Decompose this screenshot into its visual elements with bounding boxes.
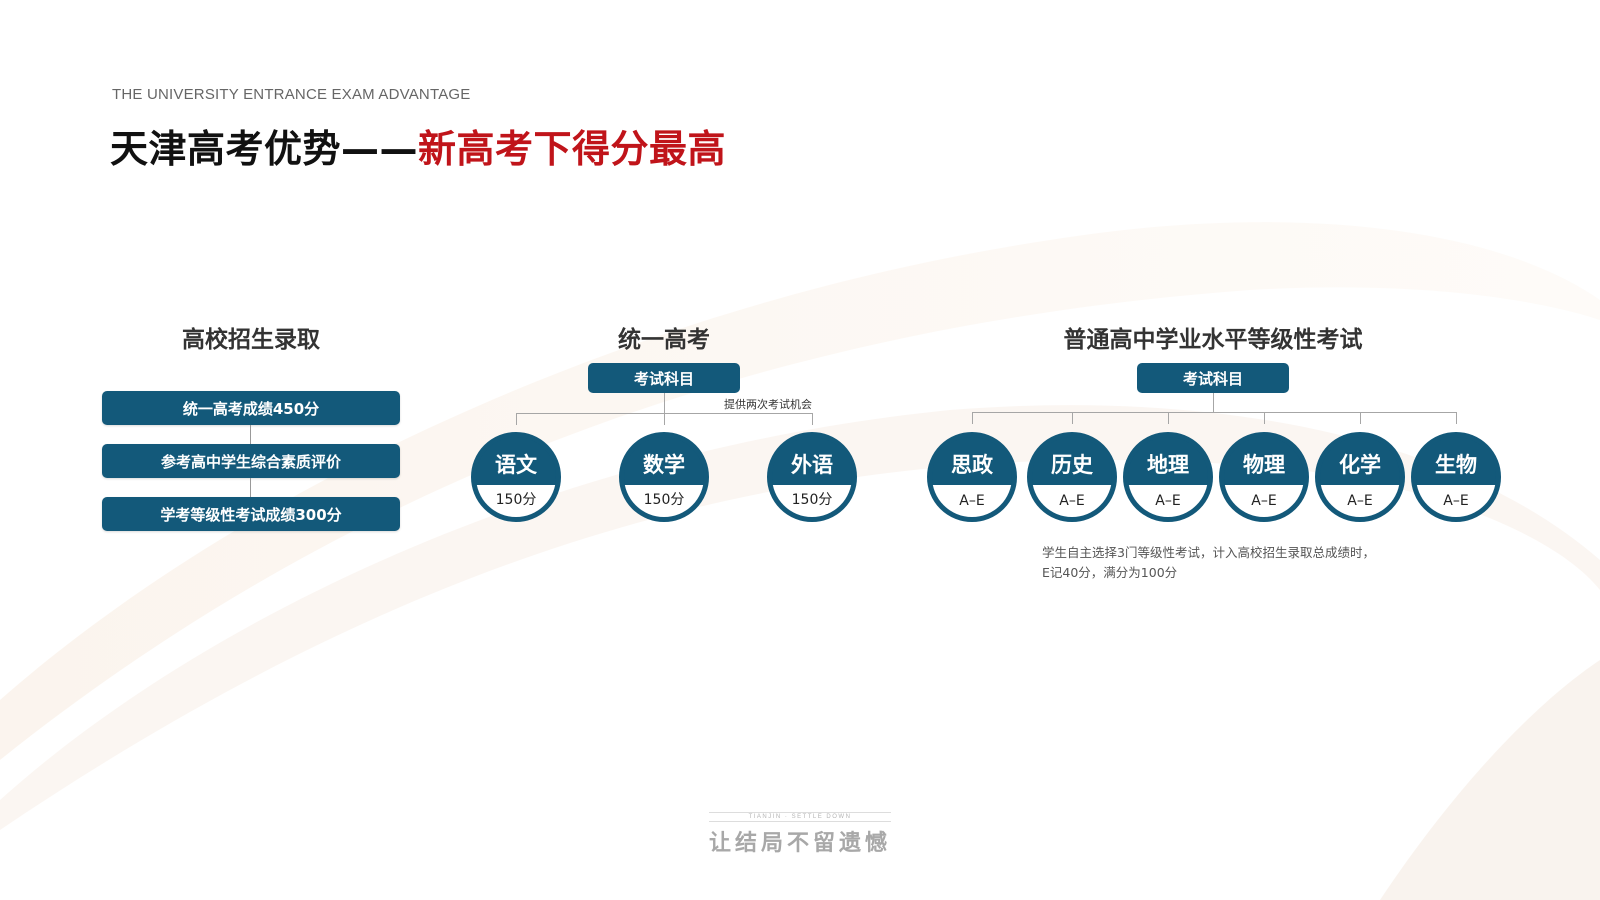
subject-name: 物理 <box>1243 453 1285 477</box>
subject-score: A–E <box>1155 493 1181 509</box>
subject-name: 外语 <box>791 453 833 477</box>
level-tree-leg-2 <box>1072 412 1073 424</box>
subject-circle-politics: 思政 A–E <box>927 432 1017 522</box>
unified-tree-leg-3 <box>812 413 813 425</box>
circle-base <box>932 485 1012 517</box>
level-exam-note-line-1: 学生自主选择3门等级性考试，计入高校招生录取总成绩时， <box>1042 545 1375 560</box>
level-exam-subjects-label: 考试科目 <box>1137 363 1289 393</box>
circle-base <box>476 485 556 517</box>
level-tree-leg-3 <box>1168 412 1169 424</box>
circle-base <box>1320 485 1400 517</box>
subject-score: 150分 <box>495 492 537 508</box>
admission-heading: 高校招生录取 <box>182 327 320 353</box>
unified-tree-trunk <box>664 393 665 414</box>
subject-circle-foreign-language: 外语 150分 <box>767 432 857 522</box>
subject-score: 150分 <box>643 492 685 508</box>
admission-connector-2 <box>250 478 251 497</box>
admission-item-level-score: 学考等级性考试成绩300分 <box>102 497 400 531</box>
subject-name: 地理 <box>1147 453 1189 477</box>
subject-name: 数学 <box>643 453 685 477</box>
subject-score: A–E <box>1443 493 1469 509</box>
circle-base <box>1128 485 1208 517</box>
level-tree-leg-1 <box>972 412 973 424</box>
circle-base <box>1224 485 1304 517</box>
unified-exam-heading: 统一高考 <box>618 327 710 353</box>
level-exam-note: 学生自主选择3门等级性考试，计入高校招生录取总成绩时， E记40分，满分为100… <box>1042 543 1422 583</box>
unified-exam-subjects-label: 考试科目 <box>588 363 740 393</box>
subject-name: 历史 <box>1051 453 1093 477</box>
subject-score: A–E <box>1347 493 1373 509</box>
title-red-part: 新高考下得分最高 <box>418 127 727 171</box>
admission-item-quality-eval: 参考高中学生综合素质评价 <box>102 444 400 478</box>
title-black-part: 天津高考优势—— <box>110 127 419 171</box>
subject-circle-geography: 地理 A–E <box>1123 432 1213 522</box>
subject-circle-chinese: 语文 150分 <box>471 432 561 522</box>
subject-score: A–E <box>959 493 985 509</box>
level-tree-branch <box>972 412 1456 413</box>
unified-tree-leg-1 <box>516 413 517 425</box>
level-tree-leg-5 <box>1360 412 1361 424</box>
level-exam-note-line-2: E记40分，满分为100分 <box>1042 565 1178 580</box>
unified-exam-note: 提供两次考试机会 <box>724 398 812 411</box>
subject-score: 150分 <box>791 492 833 508</box>
subject-name: 化学 <box>1339 453 1381 477</box>
admission-item-unified-score: 统一高考成绩450分 <box>102 391 400 425</box>
circle-base <box>772 485 852 517</box>
footer-tagline-chinese: 让结局不留遗憾 <box>708 831 892 856</box>
level-tree-leg-4 <box>1264 412 1265 424</box>
subject-score: A–E <box>1251 493 1277 509</box>
footer-tagline-english: TIANJIN · SETTLE DOWN <box>708 812 892 822</box>
admission-connector-1 <box>250 425 251 444</box>
footer-logo: TIANJIN · SETTLE DOWN 让结局不留遗憾 <box>708 812 892 857</box>
subject-name: 思政 <box>951 453 993 477</box>
circle-base <box>624 485 704 517</box>
subject-name: 语文 <box>495 453 537 477</box>
subject-name: 生物 <box>1435 453 1477 477</box>
subject-circle-math: 数学 150分 <box>619 432 709 522</box>
unified-tree-leg-2 <box>664 413 665 425</box>
subtitle-english: THE UNIVERSITY ENTRANCE EXAM ADVANTAGE <box>112 86 471 103</box>
subject-circle-chemistry: 化学 A–E <box>1315 432 1405 522</box>
circle-base <box>1416 485 1496 517</box>
subject-circle-biology: 生物 A–E <box>1411 432 1501 522</box>
page-title: 天津高考优势——新高考下得分最高 <box>110 118 726 173</box>
subject-circle-physics: 物理 A–E <box>1219 432 1309 522</box>
level-exam-heading: 普通高中学业水平等级性考试 <box>1063 327 1363 353</box>
level-tree-leg-6 <box>1456 412 1457 424</box>
subject-score: A–E <box>1059 493 1085 509</box>
circle-base <box>1032 485 1112 517</box>
subject-circle-history: 历史 A–E <box>1027 432 1117 522</box>
level-tree-trunk <box>1213 393 1214 413</box>
